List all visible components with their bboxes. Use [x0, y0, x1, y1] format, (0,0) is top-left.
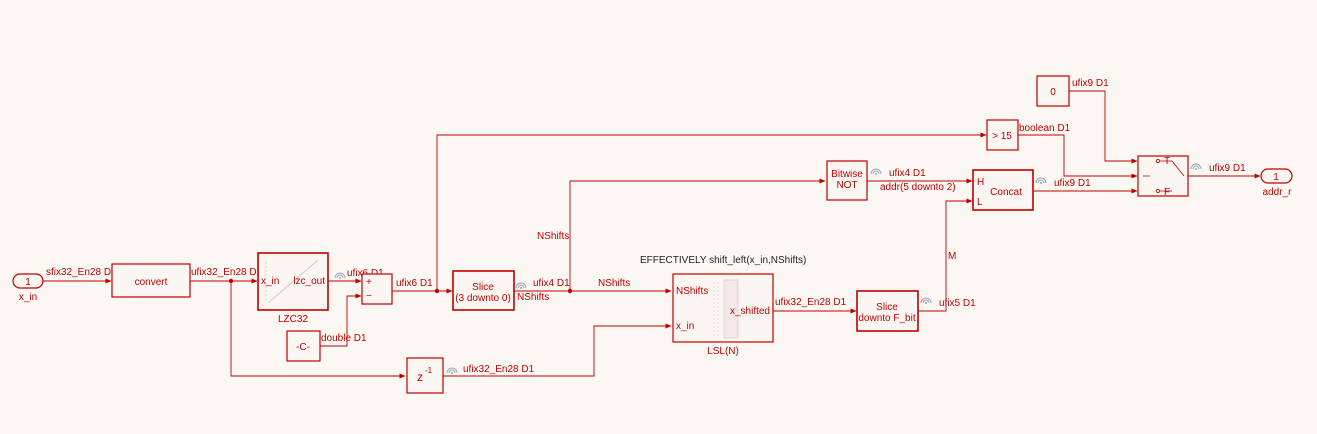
- annotation-text: EFFECTIVELY shift_left(x_in,NShifts): [640, 255, 806, 266]
- signal-label: sfix32_En28 D1: [46, 267, 117, 278]
- slice2-line1: Slice: [876, 302, 898, 313]
- convert-block[interactable]: convert: [111, 263, 191, 298]
- constant-c-block[interactable]: -C-: [286, 330, 321, 362]
- wire-const-sum[interactable]: [320, 293, 362, 347]
- concat-block[interactable]: H L Concat: [972, 169, 1034, 211]
- wire-branch-compare[interactable]: [436, 132, 987, 291]
- lsl-subsystem-block[interactable]: NShifts x_in x_shifted LSL(N): [672, 273, 774, 357]
- bitwise-not-block[interactable]: Bitwise NOT: [826, 160, 868, 201]
- subsystem-glyph: [267, 259, 319, 304]
- delay-z-inverse-block[interactable]: z -1: [406, 357, 444, 394]
- signal-label: ufix4 D1: [889, 168, 926, 179]
- branch-points: [228, 278, 573, 294]
- signal-log-icon: [334, 272, 346, 279]
- inport-x-in-block[interactable]: 1 x_in: [12, 273, 44, 303]
- inport-number: 1: [25, 277, 31, 288]
- inport-name: x_in: [19, 292, 37, 303]
- signal-label: ufix4 D1: [533, 278, 570, 289]
- sum-minus-sign: −: [366, 291, 372, 302]
- signal-label: ufix9 D1: [1072, 78, 1109, 89]
- signal-label: ufix5 D1: [939, 298, 976, 309]
- signal-label: ufix32_En28 D1: [463, 364, 535, 375]
- lsl-name: LSL(N): [707, 346, 739, 357]
- lsl-port-xin: x_in: [676, 321, 694, 332]
- signal-label: boolean D1: [1019, 123, 1071, 134]
- switch-glyph: [1156, 188, 1161, 193]
- signal-log-icon: [1190, 163, 1202, 170]
- slice1-line1: Slice: [472, 282, 494, 293]
- concat-port-l: L: [977, 197, 983, 208]
- wire-delay-lsl[interactable]: [443, 323, 672, 377]
- signal-label: double D1: [321, 333, 367, 344]
- slice1-line2: (3 downto 0): [455, 293, 511, 304]
- lzc-name: LZC32: [278, 314, 308, 325]
- lzc-port-in: x_in: [261, 276, 279, 287]
- signal-label: M: [948, 251, 956, 262]
- signal-log-icons: [334, 163, 1202, 374]
- switch-glyph: [1171, 160, 1185, 177]
- compare-label: > 15: [992, 131, 1012, 142]
- signal-label: NShifts: [517, 292, 549, 303]
- delay-exponent: -1: [425, 366, 433, 375]
- wire-const0-switch[interactable]: [1069, 90, 1138, 164]
- constant-0-label: 0: [1050, 87, 1056, 98]
- compare-greater-15-block[interactable]: > 15: [986, 119, 1019, 151]
- switch-port-t: T: [1164, 156, 1170, 167]
- sum-plus-sign: +: [366, 277, 372, 288]
- bitwise-not-line1: Bitwise: [831, 169, 863, 180]
- concat-label: Concat: [990, 187, 1022, 198]
- slice-3-downto-0-block[interactable]: Slice (3 downto 0): [452, 270, 515, 311]
- signal-log-icon: [515, 282, 527, 289]
- lsl-port-xshifted: x_shifted: [730, 306, 770, 317]
- signal-log-icon: [870, 168, 882, 175]
- switch-glyph: [1143, 160, 1172, 192]
- signal-log-icon: [920, 297, 932, 304]
- lzc-port-out: lzc_out: [293, 276, 325, 287]
- outport-name: addr_r: [1263, 187, 1293, 198]
- slice2-line2: downto F_bit: [858, 313, 915, 324]
- signal-label: addr(5 downto 2): [880, 182, 956, 193]
- constant-0-block[interactable]: 0: [1036, 75, 1070, 107]
- switch-glyph: [1156, 158, 1161, 163]
- subsystem-glyph: [723, 279, 739, 339]
- wire-compare-switch[interactable]: [1018, 134, 1138, 179]
- bitwise-not-line2: NOT: [836, 180, 857, 191]
- signal-log-icon: [446, 367, 458, 374]
- lsl-port-nshifts: NShifts: [676, 286, 708, 297]
- signal-label: ufix32_En28 D1: [775, 297, 847, 308]
- signal-log-icon: [1035, 177, 1047, 184]
- concat-port-h: H: [977, 177, 984, 188]
- switch-block[interactable]: T F: [1137, 155, 1189, 198]
- lzc32-subsystem-block[interactable]: x_in lzc_out LZC32: [257, 252, 329, 325]
- signal-label: ufix6 D1: [396, 278, 433, 289]
- wires: [43, 90, 1261, 379]
- outport-number: 1: [1273, 172, 1279, 183]
- sum-block[interactable]: + −: [361, 273, 393, 305]
- switch-port-f: F: [1164, 187, 1170, 198]
- signal-labels: sfix32_En28 D1 ufix32_En28 D1 ufix6 D1 u…: [46, 78, 1246, 375]
- signal-label: ufix9 D1: [1054, 178, 1091, 189]
- wire-branch-not[interactable]: [569, 178, 826, 291]
- wire-slice2-concat[interactable]: [918, 198, 973, 312]
- convert-label: convert: [135, 277, 168, 288]
- signal-label: ufix9 D1: [1209, 163, 1246, 174]
- delay-z: z: [417, 370, 423, 384]
- outport-addr-r-block[interactable]: 1 addr_r: [1260, 168, 1293, 198]
- constant-c-label: -C-: [296, 342, 310, 353]
- signal-label: NShifts: [598, 278, 630, 289]
- signal-label: NShifts: [537, 231, 569, 242]
- wire-branch-delay[interactable]: [230, 281, 406, 379]
- slice-downto-fbit-block[interactable]: Slice downto F_bit: [856, 290, 919, 332]
- signal-label: ufix32_En28 D1: [191, 267, 263, 278]
